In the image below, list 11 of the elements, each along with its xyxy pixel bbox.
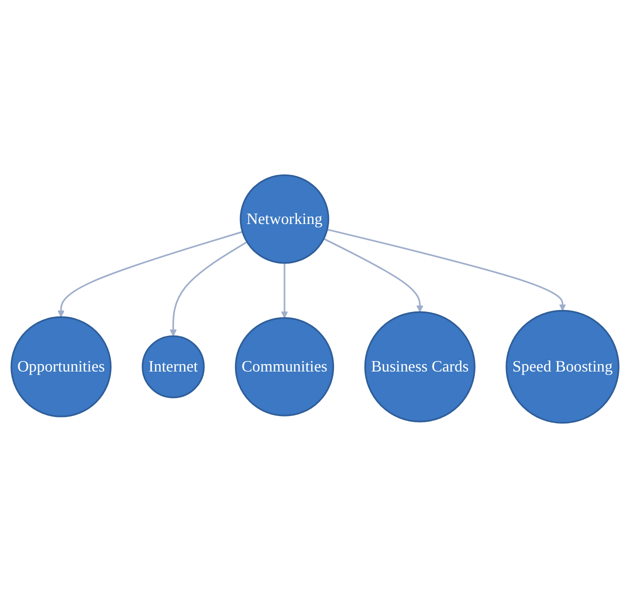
arrow	[323, 238, 424, 312]
node-circle: Communities	[234, 317, 334, 416]
node-circle: Business Cards	[364, 311, 476, 422]
node-circle: Opportunities	[10, 316, 112, 418]
node-circle: Internet	[142, 335, 205, 398]
arrow	[281, 263, 288, 318]
arrow	[58, 231, 243, 318]
node-circle: Networking	[240, 174, 330, 264]
node-circle: Speed Boosting	[506, 310, 620, 424]
arrow	[170, 241, 248, 336]
arrow	[327, 228, 566, 312]
